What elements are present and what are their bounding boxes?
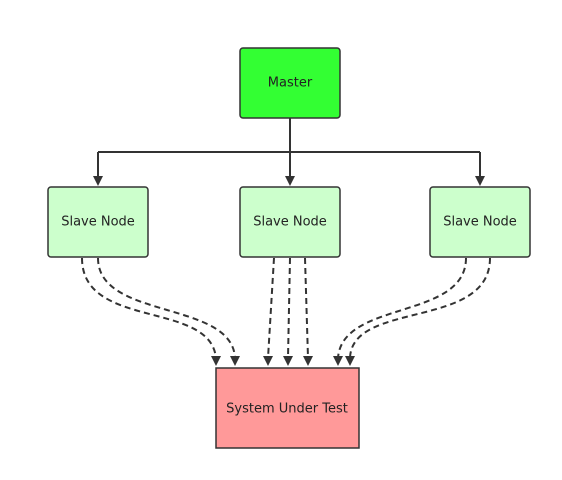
arrowhead-system-4 — [283, 356, 293, 366]
edge-slave-right-to-system-2 — [349, 257, 491, 359]
node-system-under-test: System Under Test — [215, 367, 360, 449]
arrowhead-system-1 — [211, 356, 221, 366]
node-slave-right-label: Slave Node — [443, 215, 517, 230]
arrowhead-system-6 — [333, 356, 343, 366]
edge-slave-center-to-system-2 — [287, 257, 291, 359]
node-slave-left: Slave Node — [47, 186, 149, 258]
arrowhead-slave-left — [93, 176, 103, 186]
node-master: Master — [239, 47, 341, 119]
edge-slave-center-to-system-1 — [267, 257, 275, 359]
node-master-box — [239, 47, 341, 119]
node-slave-right: Slave Node — [429, 186, 531, 258]
slaves-to-system-connectors — [81, 257, 491, 366]
node-master-label: Master — [268, 76, 313, 91]
node-slave-center-box — [239, 186, 341, 258]
node-slave-center-label: Slave Node — [253, 215, 327, 230]
edge-slave-center-to-system-3 — [304, 257, 309, 359]
arrowhead-system-3 — [263, 356, 273, 366]
node-slave-right-box — [429, 186, 531, 258]
edge-slave-left-to-system-1 — [81, 257, 217, 359]
edge-slave-right-to-system-1 — [337, 257, 467, 359]
node-slave-center: Slave Node — [239, 186, 341, 258]
edge-slave-left-to-system-2 — [97, 257, 236, 359]
arrowhead-system-5 — [303, 356, 313, 366]
arrowhead-slave-right — [475, 176, 485, 186]
arrowhead-slave-center — [285, 176, 295, 186]
master-to-slaves-connectors — [93, 118, 485, 186]
arrowhead-system-2 — [230, 356, 240, 366]
node-system-under-test-label: System Under Test — [226, 402, 348, 417]
node-slave-left-box — [47, 186, 149, 258]
arrowhead-system-7 — [345, 356, 355, 366]
node-system-under-test-box — [215, 367, 360, 449]
node-slave-left-label: Slave Node — [61, 215, 135, 230]
